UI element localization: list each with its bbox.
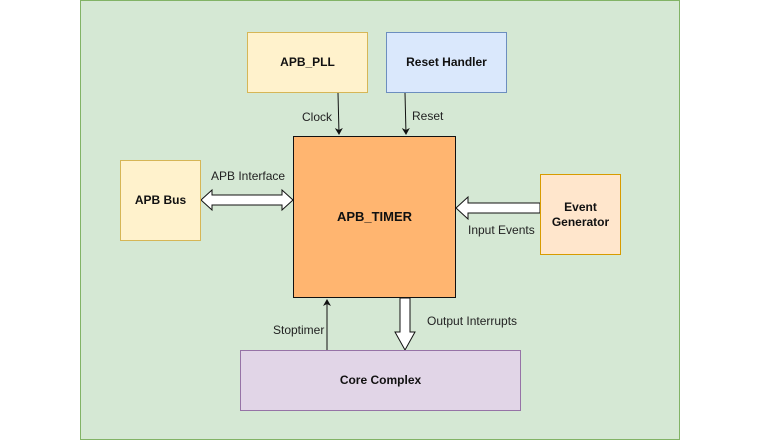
apb-interface-arrow — [200, 188, 294, 212]
input-events-arrow — [455, 195, 541, 221]
reset-arrow — [401, 92, 410, 135]
output-interrupts-label: Output Interrupts — [427, 314, 518, 328]
core-complex-label: Core Complex — [339, 373, 422, 387]
stoptimer-label: Stoptimer — [273, 323, 325, 337]
event-generator-block[interactable]: Event Generator — [540, 174, 621, 255]
output-interrupts-arrow — [394, 297, 416, 352]
apb-pll-block[interactable]: APB_PLL — [247, 32, 368, 93]
input-events-label: Input Events — [468, 223, 535, 237]
apb-timer-label: APB_TIMER — [336, 208, 413, 224]
apb-pll-label: APB_PLL — [280, 55, 335, 69]
apb-bus-block[interactable]: APB Bus — [120, 160, 201, 241]
reset-handler-block[interactable]: Reset Handler — [386, 32, 507, 93]
clock-label: Clock — [302, 110, 333, 124]
clock-arrow — [334, 92, 343, 135]
core-complex-block[interactable]: Core Complex — [240, 350, 521, 411]
apb-interface-label: APB Interface — [211, 169, 286, 183]
apb-timer-block[interactable]: APB_TIMER — [293, 136, 456, 298]
apb-bus-label: APB Bus — [134, 193, 187, 207]
event-generator-label: Event Generator — [551, 199, 610, 229]
reset-label: Reset — [412, 109, 444, 123]
reset-handler-label: Reset Handler — [406, 55, 487, 69]
